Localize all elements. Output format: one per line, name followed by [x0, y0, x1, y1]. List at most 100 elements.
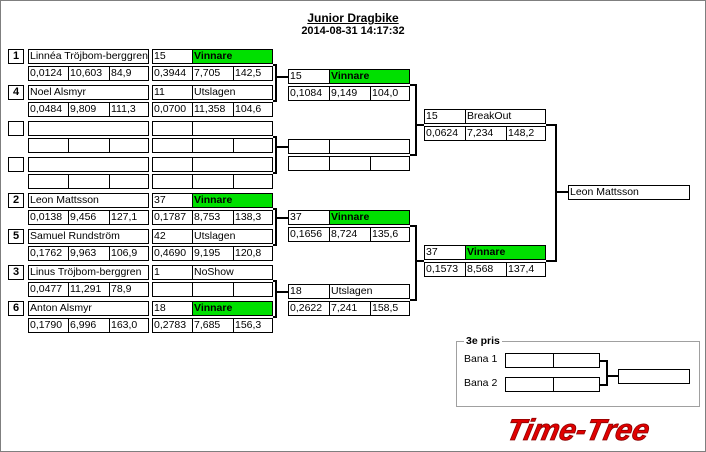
bracket-connector — [600, 360, 608, 386]
heat-status: Vinnare — [193, 50, 272, 63]
seed-number: 2 — [8, 193, 24, 208]
heat-lane-row — [152, 157, 273, 172]
speed: 104,0 — [372, 87, 399, 99]
reaction-time: 0,3944 — [153, 67, 193, 80]
reaction-time — [29, 139, 69, 152]
speed — [234, 175, 272, 188]
rider-name: Leon Mattsson — [30, 194, 99, 206]
speed — [234, 139, 272, 152]
heat-status: BreakOut — [467, 110, 512, 122]
third-prize-title: 3e pris — [464, 335, 502, 347]
elapsed-time: 8,724 — [330, 228, 371, 241]
heat-times-row — [152, 138, 273, 153]
reaction-time: 0,1762 — [29, 247, 69, 260]
speed: 84,9 — [111, 67, 132, 79]
lane-number: 15 — [289, 70, 330, 83]
time-tree-logo: Time-Tree — [503, 414, 653, 446]
rider-name-row — [28, 121, 149, 136]
heat-status — [330, 140, 409, 153]
round-entry — [288, 139, 410, 171]
speed — [371, 157, 409, 170]
rider-name: Linnéa Tröjbom-berggren — [30, 50, 148, 62]
lane-number: 37 — [425, 246, 466, 259]
reaction-time: 0,0700 — [153, 103, 193, 116]
rider-name-row: Linus Tröjbom-berggren — [28, 265, 149, 280]
reaction-time — [153, 283, 193, 296]
reaction-time: 0,1656 — [289, 228, 330, 241]
third-prize-lane-2-row — [505, 377, 600, 392]
reaction-time — [153, 175, 193, 188]
speed: 163,0 — [111, 319, 138, 331]
heat-status: Utslagen — [194, 230, 236, 242]
elapsed-time: 11,358 — [193, 103, 234, 116]
rider-name-row: Linnéa Tröjbom-berggren — [28, 49, 149, 64]
elapsed-time — [69, 139, 110, 152]
reaction-time: 0,1084 — [289, 87, 330, 100]
rider-name — [29, 122, 148, 135]
bracket-connector — [546, 124, 557, 262]
page-title: Junior Dragbike — [307, 11, 399, 25]
elapsed-time: 9,963 — [69, 247, 110, 260]
lane-number: 18 — [153, 302, 193, 315]
bracket-connector — [273, 64, 277, 102]
elapsed-time — [330, 157, 371, 170]
elapsed-time: 9,195 — [193, 247, 234, 260]
heat-times-row — [152, 282, 273, 297]
rider-name: Linus Tröjbom-berggren — [30, 266, 142, 278]
seed-number — [8, 121, 24, 136]
seed-number: 4 — [8, 85, 24, 100]
speed: 104,6 — [235, 103, 262, 115]
heat-status: Utslagen — [331, 285, 373, 297]
elapsed-time: 8,568 — [466, 263, 507, 276]
heat-status: Utslagen — [194, 86, 236, 98]
elapsed-time: 7,685 — [193, 319, 234, 332]
speed — [234, 283, 272, 296]
speed: 158,5 — [372, 302, 399, 314]
heat-result — [152, 121, 273, 153]
elapsed-time — [193, 175, 234, 188]
elapsed-time: 7,234 — [466, 127, 507, 140]
elapsed-time — [69, 175, 110, 188]
rider-name-row: Samuel Rundström — [28, 229, 149, 244]
reaction-time: 0,0138 — [29, 211, 69, 224]
rider-entry — [28, 121, 149, 153]
elapsed-time — [193, 139, 234, 152]
reaction-time — [29, 175, 69, 188]
heat-status — [193, 158, 272, 171]
seed-number: 5 — [8, 229, 24, 244]
reaction-time: 0,0484 — [29, 103, 69, 116]
heat-status: NoShow — [194, 266, 234, 278]
reaction-time: 0,1573 — [425, 263, 466, 276]
rider-times-row — [28, 174, 149, 189]
speed: 111,3 — [111, 103, 136, 115]
elapsed-time: 9,809 — [69, 103, 110, 116]
third-prize-lane-1-cell-a — [506, 354, 554, 367]
lane-number: 15 — [425, 110, 466, 123]
speed: 148,2 — [508, 127, 535, 139]
seed-number: 1 — [8, 49, 24, 64]
bracket-connector — [410, 225, 417, 301]
elapsed-time: 9,456 — [69, 211, 110, 224]
lane-number: 42 — [153, 230, 193, 243]
heat-result — [152, 157, 273, 189]
reaction-time: 0,4690 — [153, 247, 193, 260]
